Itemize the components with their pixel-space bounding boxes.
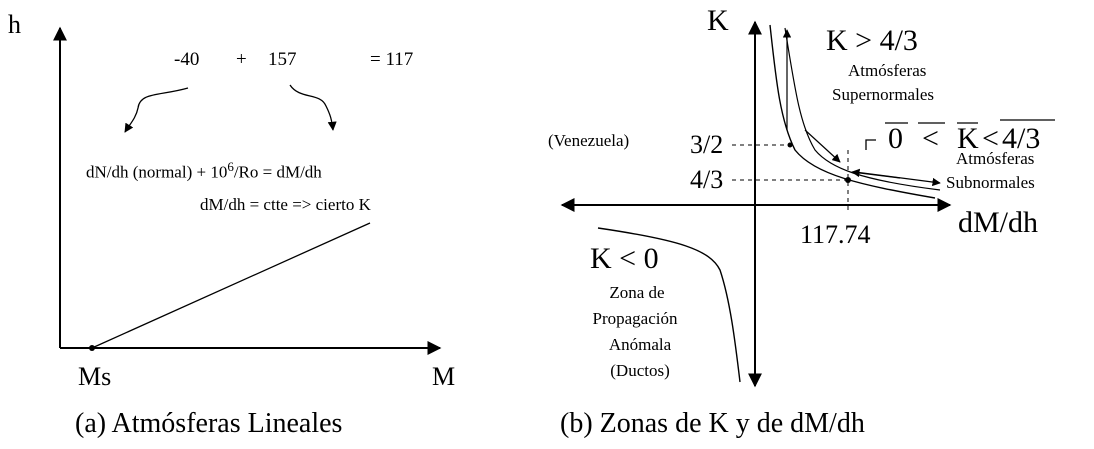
result: = 117: [370, 49, 414, 70]
term-a: -40: [174, 49, 200, 70]
arrow-subnormal-back: [851, 168, 901, 179]
zone-negative-name-3: Anómala: [608, 335, 672, 354]
zone-super-name-1: Atmósferas: [848, 61, 927, 80]
zone-super-condition: K > 4/3: [826, 24, 918, 57]
caption-right: (b) Zonas de K y de dM/dh: [560, 408, 865, 439]
caption-left: (a) Atmósferas Lineales: [75, 408, 343, 439]
zone-negative-name-1: Zona de: [609, 283, 665, 302]
hyperbola-negative-branch: [597, 227, 741, 383]
zone-negative-condition: K < 0: [590, 242, 659, 275]
bracket-subnormal: [865, 139, 876, 150]
plus-sign: +: [236, 49, 247, 70]
curved-arrow-right: [289, 84, 337, 131]
left-y-axis-label: h: [8, 10, 21, 39]
arrow-supernormal-down: [804, 129, 841, 163]
term-b: 157: [268, 49, 297, 70]
zone-super-name-2: Supernormales: [832, 85, 934, 104]
equation-line-2: dM/dh = ctte => cierto K: [200, 195, 371, 214]
zone-sub-cond-0: 0: [888, 122, 903, 155]
zone-sub-cond-k: K: [957, 122, 979, 155]
equation-line-1: dN/dh (normal) + 106/Ro = dM/dh: [86, 159, 322, 182]
zone-sub-name-1: Atmósferas: [956, 149, 1035, 168]
venezuela-label: (Venezuela): [548, 131, 630, 150]
hyperbola-positive-branch: [769, 24, 936, 199]
origin-point: [89, 345, 95, 351]
zone-sub-name-2: Subnormales: [946, 173, 1035, 192]
zone-sub-cond-43: 4/3: [1002, 122, 1041, 155]
hyperbola-positive-inner: [784, 27, 941, 191]
origin-label: Ms: [78, 362, 112, 391]
curved-arrow-left: [124, 87, 189, 133]
point-43: [845, 177, 851, 183]
right-x-axis-label: dM/dh: [958, 206, 1039, 239]
zone-negative-name-4: (Ductos): [610, 361, 670, 380]
point-32: [787, 142, 793, 148]
right-y-axis-label: K: [707, 4, 729, 37]
zone-negative-name-2: Propagación: [592, 309, 678, 328]
linear-atmosphere-line: [91, 222, 371, 349]
zone-sub-cond-lt2: <: [982, 122, 999, 155]
tick-3-2: 3/2: [690, 130, 724, 159]
zone-sub-cond-lt1: <: [922, 122, 939, 155]
tick-117-74: 117.74: [800, 220, 871, 249]
left-x-axis-label: M: [432, 362, 456, 391]
tick-4-3: 4/3: [690, 165, 724, 194]
